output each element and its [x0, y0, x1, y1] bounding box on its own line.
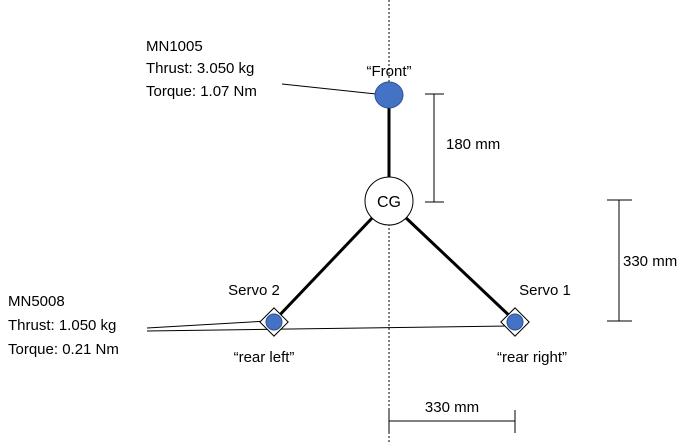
servo-2-label: Servo 2 [228, 282, 280, 299]
leader-rear-left-motor [146, 320, 269, 329]
rear-motor-torque: Torque: 0.21 Nm [8, 341, 119, 358]
front-position-label: “Front” [367, 63, 412, 80]
rear-right-motor [506, 313, 524, 331]
dim-half-span-label: 330 mm [425, 399, 479, 416]
rear-motor-thrust: Thrust: 1.050 kg [8, 317, 116, 334]
arm-rear-right [402, 214, 517, 323]
dim-rear-offset-label: 330 mm [623, 253, 677, 270]
rear-right-position-label: “rear right” [497, 349, 567, 366]
front-motor [374, 81, 404, 109]
leader-rear-right-motor [146, 325, 511, 332]
front-motor-thrust: Thrust: 3.050 kg [146, 60, 254, 77]
rear-left-position-label: “rear left” [234, 349, 295, 366]
arm-rear-left [272, 214, 376, 323]
servo-1-label: Servo 1 [519, 282, 571, 299]
dim-front-arm-label: 180 mm [446, 136, 500, 153]
cg-circle [364, 176, 414, 226]
leader-front-motor [281, 83, 377, 95]
front-motor-torque: Torque: 1.07 Nm [146, 83, 257, 100]
rear-left-motor [265, 313, 283, 331]
front-motor-model: MN1005 [146, 38, 203, 55]
rear-motor-model: MN5008 [8, 293, 65, 310]
cg-label: CG [377, 194, 401, 211]
